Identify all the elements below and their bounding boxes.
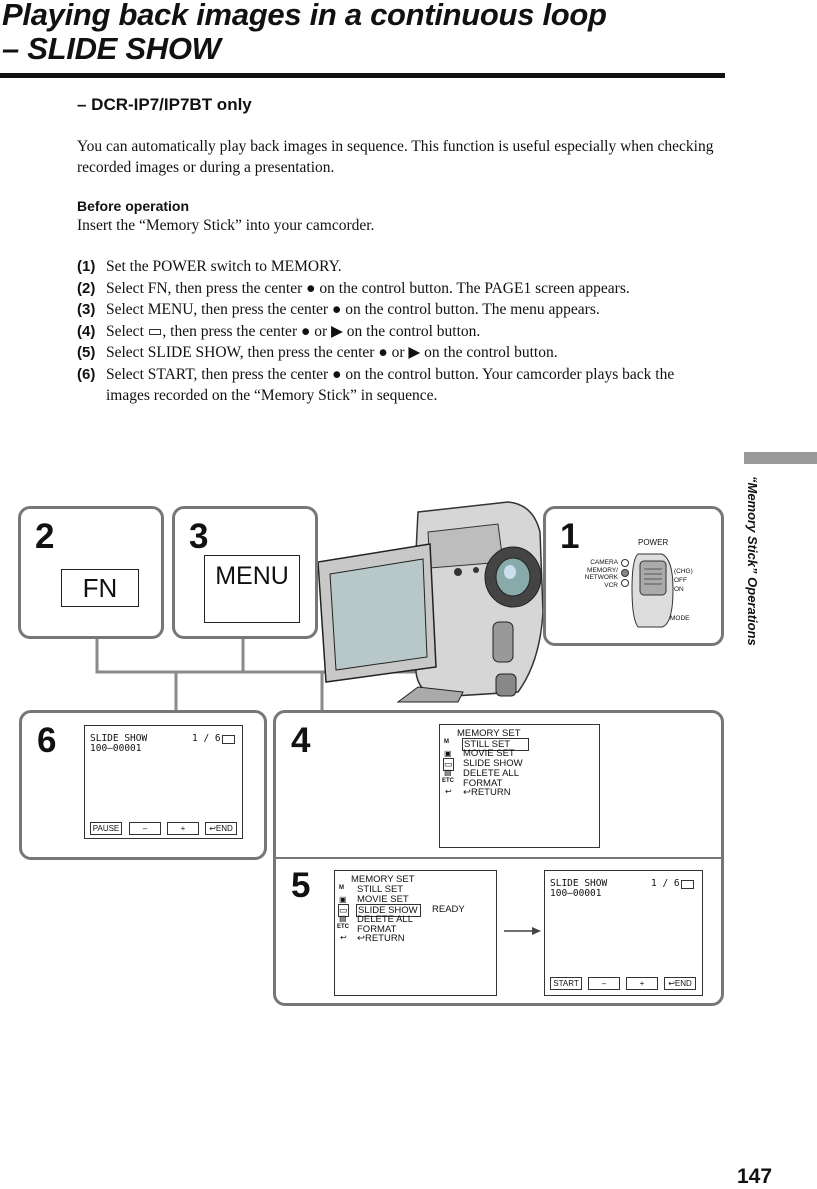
step2-panel: 2 FN	[18, 506, 164, 639]
menu-item-still-set[interactable]: STILL SET	[357, 884, 404, 895]
slideshow-count: 1 / 6	[651, 878, 680, 889]
slideshow-title: SLIDE SHOW	[90, 733, 148, 744]
minus-button[interactable]: –	[129, 822, 161, 835]
plus-button[interactable]: +	[167, 822, 199, 835]
plus-button[interactable]: +	[626, 977, 658, 990]
delete-icon: ▤	[444, 768, 452, 777]
menu-item-slide-show[interactable]: SLIDE SHOW	[463, 758, 523, 769]
pause-button[interactable]: PAUSE	[90, 822, 122, 835]
still-icon: M	[444, 739, 449, 745]
menu-button[interactable]: MENU	[204, 555, 300, 623]
model-subtitle: – DCR-IP7/IP7BT only	[77, 95, 252, 114]
file-number: 100–00001	[550, 888, 602, 899]
step1-panel: 1 POWER CAMERA MEMORY/ NETWORK VCR (CHG)…	[543, 506, 724, 646]
side-tab-marker	[744, 452, 817, 464]
steps-list: (1)Set the POWER switch to MEMORY. (2)Se…	[77, 256, 717, 407]
step-2: (2)Select FN, then press the center ● on…	[77, 279, 630, 297]
etc-icon: ETC	[442, 778, 454, 784]
step-1: (1)Set the POWER switch to MEMORY.	[77, 258, 342, 275]
memory-menu-icon: ▭	[443, 758, 454, 771]
menu-item-return[interactable]: ↩RETURN	[463, 787, 511, 798]
before-heading: Before operation	[77, 198, 190, 214]
step5-menu-screen: MEMORY SET M ▣ ▭ ▤ ETC ↩ STILL SET MOVIE…	[334, 870, 497, 996]
arrow-right-icon	[504, 927, 541, 935]
start-button[interactable]: START	[550, 977, 582, 990]
slideshow-title: SLIDE SHOW	[550, 878, 608, 889]
title-rule	[0, 73, 725, 78]
file-number: 100–00001	[90, 743, 142, 754]
step6-panel: 6 SLIDE SHOW 1 / 6 100–00001 PAUSE – + ↩…	[19, 710, 267, 860]
menu-item-format[interactable]: FORMAT	[357, 924, 397, 935]
page-title: Playing back images in a continuous loop…	[2, 0, 607, 66]
return-icon: ↩	[340, 933, 347, 942]
etc-icon: ETC	[337, 924, 349, 930]
camcorder-illustration	[318, 501, 544, 703]
menu-item-movie-set[interactable]: MOVIE SET	[357, 894, 409, 905]
step5-slideshow-screen: SLIDE SHOW 1 / 6 100–00001 START – + ↩EN…	[544, 870, 703, 996]
menu-item-delete-all[interactable]: DELETE ALL	[463, 768, 519, 779]
step-4: (4)Select ▭, then press the center ● or …	[77, 322, 481, 340]
minus-button[interactable]: –	[588, 977, 620, 990]
step6-lcd-screen: SLIDE SHOW 1 / 6 100–00001 PAUSE – + ↩EN…	[84, 725, 243, 839]
menu-item-return[interactable]: ↩RETURN	[357, 933, 405, 944]
page-number: 147	[737, 1165, 773, 1188]
ready-option[interactable]: READY	[432, 904, 465, 915]
movie-icon: ▣	[444, 749, 452, 758]
menu-item-format[interactable]: FORMAT	[463, 778, 503, 789]
slideshow-count: 1 / 6	[192, 733, 221, 744]
memory-stick-icon	[681, 880, 694, 889]
power-switch-icon[interactable]	[618, 549, 678, 634]
step4-5-panel: 4 5 MEMORY SET M ▣ ▭ ▤ ETC ↩ STILL SET M…	[273, 710, 724, 1006]
panel-divider	[276, 857, 721, 859]
menu-item-delete-all[interactable]: DELETE ALL	[357, 914, 413, 925]
end-button[interactable]: ↩END	[205, 822, 237, 835]
fn-button[interactable]: FN	[61, 569, 139, 607]
step4-menu-screen: MEMORY SET M ▣ ▭ ▤ ETC ↩ STILL SET MOVIE…	[439, 724, 600, 848]
end-button[interactable]: ↩END	[664, 977, 696, 990]
mode-label: MODE	[670, 615, 690, 622]
power-left-labels: CAMERA MEMORY/ NETWORK VCR	[584, 559, 618, 589]
return-icon: ↩	[445, 787, 452, 796]
before-text: Insert the “Memory Stick” into your camc…	[77, 217, 375, 234]
menu-item-still-set[interactable]: STILL SET	[462, 738, 530, 751]
delete-icon: ▤	[339, 914, 347, 923]
memory-stick-icon	[222, 735, 235, 744]
memory-menu-icon: ▭	[338, 904, 349, 917]
still-icon: M	[339, 885, 344, 891]
menu-item-slide-show[interactable]: SLIDE SHOW	[356, 904, 421, 917]
step3-panel: 3 MENU	[172, 506, 318, 639]
power-label: POWER	[638, 538, 669, 547]
intro-paragraph: You can automatically play back images i…	[77, 138, 714, 176]
power-right-labels: (CHG) OFF ON	[674, 568, 693, 593]
step-6: (6)Select START, then press the center ●…	[77, 365, 675, 405]
step-3: (3)Select MENU, then press the center ● …	[77, 301, 600, 318]
step-5: (5)Select SLIDE SHOW, then press the cen…	[77, 344, 558, 361]
menu-item-movie-set[interactable]: MOVIE SET	[463, 748, 515, 759]
movie-icon: ▣	[339, 895, 347, 904]
